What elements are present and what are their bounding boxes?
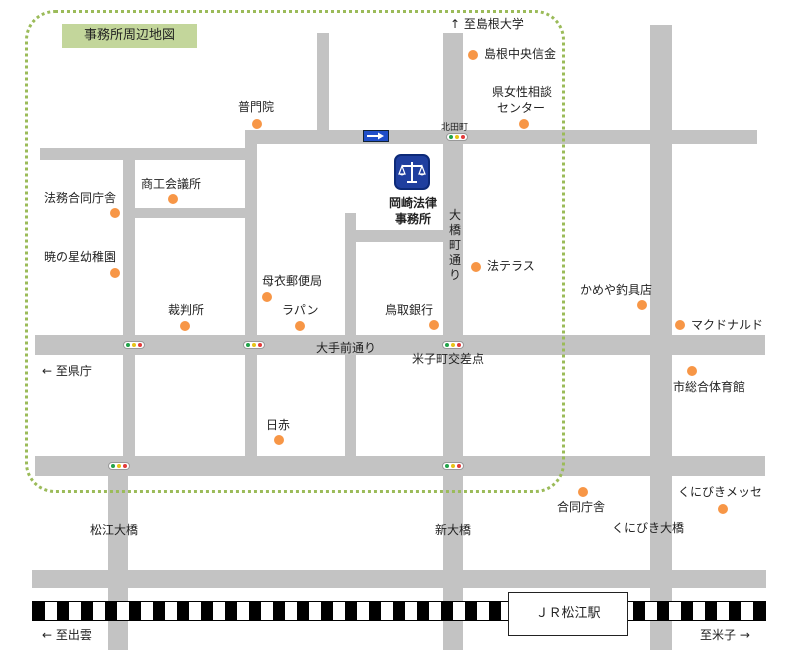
road-vertical-east — [650, 25, 672, 650]
traffic-light-icon — [108, 462, 130, 470]
poi-shimane-bank: 島根中央信金 — [484, 47, 557, 61]
traffic-light-icon — [442, 462, 464, 470]
poi-marker — [429, 320, 439, 330]
poi-gymnasium: 市総合体育館 — [673, 380, 746, 394]
railway-track — [32, 601, 766, 621]
poi-fumonin: 普門院 — [238, 100, 275, 114]
poi-marker — [675, 320, 685, 330]
direction-east-yonago: 至米子 → — [700, 628, 750, 642]
road-south — [35, 456, 765, 476]
road-ohashi-street-label: 大橋町通り — [448, 208, 461, 282]
traffic-light-icon — [446, 133, 468, 141]
office-area-boundary — [25, 10, 565, 493]
poi-marker — [262, 292, 272, 302]
road-riverside — [32, 570, 766, 588]
poi-joint-office: 合同庁舎 — [557, 500, 606, 514]
road-north-west — [40, 148, 250, 160]
poi-marker — [274, 435, 284, 445]
poi-marker — [578, 487, 588, 497]
poi-marker — [252, 119, 262, 129]
road-main-street-label: 大手前通り — [316, 341, 377, 355]
poi-marker — [637, 300, 647, 310]
poi-marker — [468, 50, 478, 60]
poi-marker — [718, 504, 728, 514]
poi-marker — [471, 262, 481, 272]
shin-bridge-label: 新大橋 — [435, 523, 472, 537]
poi-marker — [110, 208, 120, 218]
one-way-arrow-icon — [363, 130, 389, 142]
poi-marker — [295, 321, 305, 331]
jr-matsue-station: ＪＲ松江駅 — [508, 592, 628, 636]
poi-tottori-bank: 鳥取銀行 — [385, 303, 434, 317]
poi-court: 裁判所 — [168, 303, 205, 317]
poi-mcdonalds: マクドナルド — [691, 318, 764, 332]
poi-chamber: 商工会議所 — [141, 177, 202, 191]
direction-north: ↑ 至島根大学 — [450, 17, 524, 31]
poi-lapin: ラパン — [282, 303, 319, 317]
poi-kameya: かめや釣具店 — [580, 283, 653, 297]
traffic-light-icon — [243, 341, 265, 349]
road-office-side — [345, 230, 445, 242]
office-label: 岡崎法律 事務所 — [380, 195, 446, 227]
intersection-yonekomachi: 米子町交差点 — [412, 352, 485, 366]
road-main-street — [35, 335, 765, 355]
road-chamber — [125, 208, 247, 218]
direction-west-izumo: ← 至出雲 — [42, 628, 92, 642]
road-vertical-fumonin — [245, 130, 257, 456]
poi-red-cross: 日赤 — [266, 418, 291, 432]
direction-west-prefecture: ← 至県庁 — [42, 364, 92, 378]
road-vertical-office — [345, 213, 356, 458]
office-name-line2: 事務所 — [394, 212, 431, 226]
road-vertical-west — [123, 158, 135, 458]
poi-kunibiki-messe: くにびきメッセ — [678, 485, 763, 499]
poi-legal-affairs: 法務合同庁舎 — [44, 191, 117, 205]
poi-maternity-post: 母衣郵便局 — [262, 274, 323, 288]
poi-marker — [180, 321, 190, 331]
poi-law-terrace: 法テラス — [487, 259, 535, 273]
office-name-line1: 岡崎法律 — [388, 196, 437, 210]
intersection-kitadamachi: 北田町 — [441, 123, 469, 133]
map-title: 事務所周辺地図 — [62, 24, 197, 48]
poi-marker — [110, 268, 120, 278]
poi-marker — [168, 194, 178, 204]
poi-marker — [687, 366, 697, 376]
scales-of-justice-icon — [394, 154, 430, 190]
road-vertical-short — [317, 33, 329, 133]
poi-kindergarten: 暁の星幼稚園 — [44, 250, 117, 264]
traffic-light-icon — [123, 341, 145, 349]
poi-women-center-line2: センター — [497, 101, 546, 115]
kunibiki-bridge-label: くにびき大橋 — [612, 521, 685, 535]
traffic-light-icon — [442, 341, 464, 349]
poi-marker — [519, 119, 529, 129]
poi-women-center-line1: 県女性相談 — [492, 85, 553, 99]
matsue-bridge-label: 松江大橋 — [90, 523, 139, 537]
